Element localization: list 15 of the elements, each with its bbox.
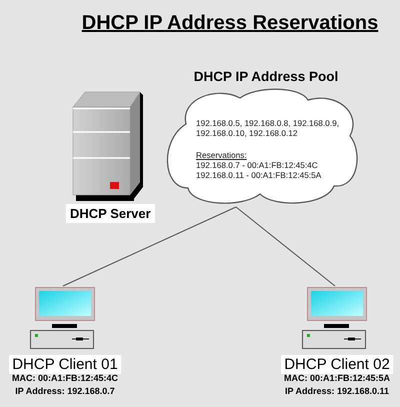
- node-label: DHCP Client 02: [281, 355, 393, 374]
- node-label: DHCP Client 01: [9, 355, 121, 374]
- diagram-title: DHCP IP Address Reservations: [82, 11, 378, 35]
- address-list: 192.168.0.5, 192.168.0.8, 192.168.0.9, 192.168.0.10, 192.168.0.12: [196, 118, 346, 138]
- connector-line: [62, 206, 236, 286]
- mac-address: MAC: 00:A1:FB:12:45:4C: [12, 372, 118, 384]
- mac-address: MAC: 00:A1:FB:12:45:5A: [284, 372, 390, 384]
- reservation-entry: 192.168.0.7 - 00:A1:FB:12:45:4C: [196, 160, 318, 170]
- pool-heading: DHCP IP Address Pool: [192, 69, 340, 85]
- node-label: DHCP Server: [66, 204, 155, 223]
- reservations-heading: Reservations:: [196, 150, 247, 160]
- connector-line: [236, 206, 336, 286]
- reservation-entry: 192.168.0.11 - 00:A1:FB:12:45:5A: [196, 170, 322, 180]
- ip-address: IP Address: 192.168.0.11: [284, 385, 390, 397]
- ip-address: IP Address: 192.168.0.7: [15, 385, 115, 397]
